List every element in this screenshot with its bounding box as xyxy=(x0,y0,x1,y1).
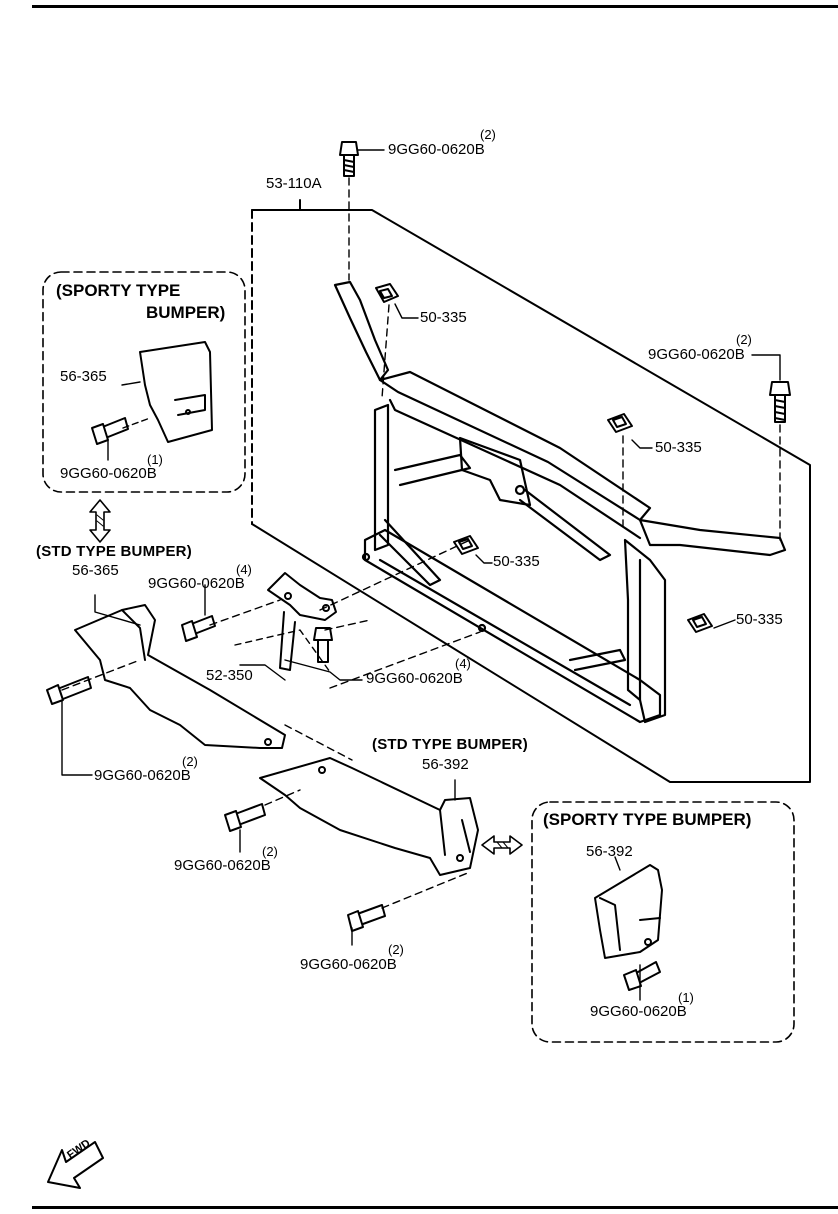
bolt-right-std-b xyxy=(347,904,386,932)
qty-bolt-right: (2) xyxy=(736,332,752,347)
std-right-header: (STD TYPE BUMPER) xyxy=(372,736,528,753)
sporty-right-bolt: 9GG60-0620B xyxy=(590,1003,687,1020)
qty-bolt-left-std: (2) xyxy=(182,754,198,769)
clip-right xyxy=(687,613,713,633)
label-clip-mid: 50-335 xyxy=(655,439,702,456)
sporty-box-left xyxy=(42,271,246,493)
top-rule xyxy=(32,5,838,8)
label-bolt-right: 9GG60-0620B xyxy=(648,346,745,363)
label-bolt-bracket-lower: 9GG60-0620B xyxy=(366,670,463,687)
qty-bolt-bracket-upper: (4) xyxy=(236,562,252,577)
qty-bolt-right-std-a: (2) xyxy=(262,844,278,859)
swap-arrow-vertical-icon xyxy=(89,499,111,543)
qty-bolt-bracket-lower: (4) xyxy=(455,656,471,671)
leader-lines xyxy=(61,149,781,1001)
clip-center xyxy=(453,535,479,555)
clip-top xyxy=(375,283,399,303)
deflector-56-365-std xyxy=(74,604,286,749)
label-clip-right: 50-335 xyxy=(736,611,783,628)
sporty-left-part: 56-365 xyxy=(60,368,107,385)
sporty-left-title-1: (SPORTY TYPE xyxy=(56,281,181,300)
fwd-arrow-icon xyxy=(47,1141,104,1189)
bolt-top xyxy=(339,141,359,177)
label-frame: 53-110A xyxy=(266,175,322,192)
label-bolt-bracket-upper: 9GG60-0620B xyxy=(148,575,245,592)
bottom-rule xyxy=(32,1206,838,1209)
bolt-bracket-lower xyxy=(313,627,333,663)
frame-group-outline xyxy=(251,199,811,783)
sporty-left-title-2: BUMPER) xyxy=(146,303,226,322)
label-clip-top: 50-335 xyxy=(420,309,467,326)
bolt-sporty-right xyxy=(623,961,661,991)
deflector-56-365-sporty xyxy=(139,341,213,443)
label-bolt-left-std: 9GG60-0620B xyxy=(94,767,191,784)
bolt-bracket-upper xyxy=(181,615,216,642)
bolt-right xyxy=(769,381,791,423)
sporty-left-bolt: 9GG60-0620B xyxy=(60,465,157,482)
bolt-sporty-left xyxy=(91,417,129,445)
bracket-52-350 xyxy=(267,572,337,671)
label-bolt-right-std-a: 9GG60-0620B xyxy=(174,857,271,874)
deflector-56-392-sporty xyxy=(594,864,663,959)
label-clip-center: 50-335 xyxy=(493,553,540,570)
qty-bolt-top: (2) xyxy=(480,127,496,142)
std-left-header: (STD TYPE BUMPER) xyxy=(36,543,192,560)
qty-bolt-right-std-b: (2) xyxy=(388,942,404,957)
radiator-support-frame xyxy=(333,280,787,724)
sporty-right-title: (SPORTY TYPE BUMPER) xyxy=(543,810,752,829)
sporty-left-bolt-qty: (1) xyxy=(147,452,163,467)
sporty-right-bolt-qty: (1) xyxy=(678,990,694,1005)
label-bolt-top: 9GG60-0620B xyxy=(388,141,485,158)
clip-mid xyxy=(607,413,633,433)
sporty-box-right xyxy=(531,801,795,1043)
label-deflector-right-std: 56-392 xyxy=(422,756,469,773)
bolt-right-std-a xyxy=(224,803,266,832)
bolt-left-std xyxy=(46,676,92,705)
sporty-right-part: 56-392 xyxy=(586,843,633,860)
swap-arrow-horizontal-icon xyxy=(481,835,523,855)
label-deflector-left-std: 56-365 xyxy=(72,562,119,579)
label-bracket: 52-350 xyxy=(206,667,253,684)
label-bolt-right-std-b: 9GG60-0620B xyxy=(300,956,397,973)
deflector-56-392-std xyxy=(259,757,479,876)
